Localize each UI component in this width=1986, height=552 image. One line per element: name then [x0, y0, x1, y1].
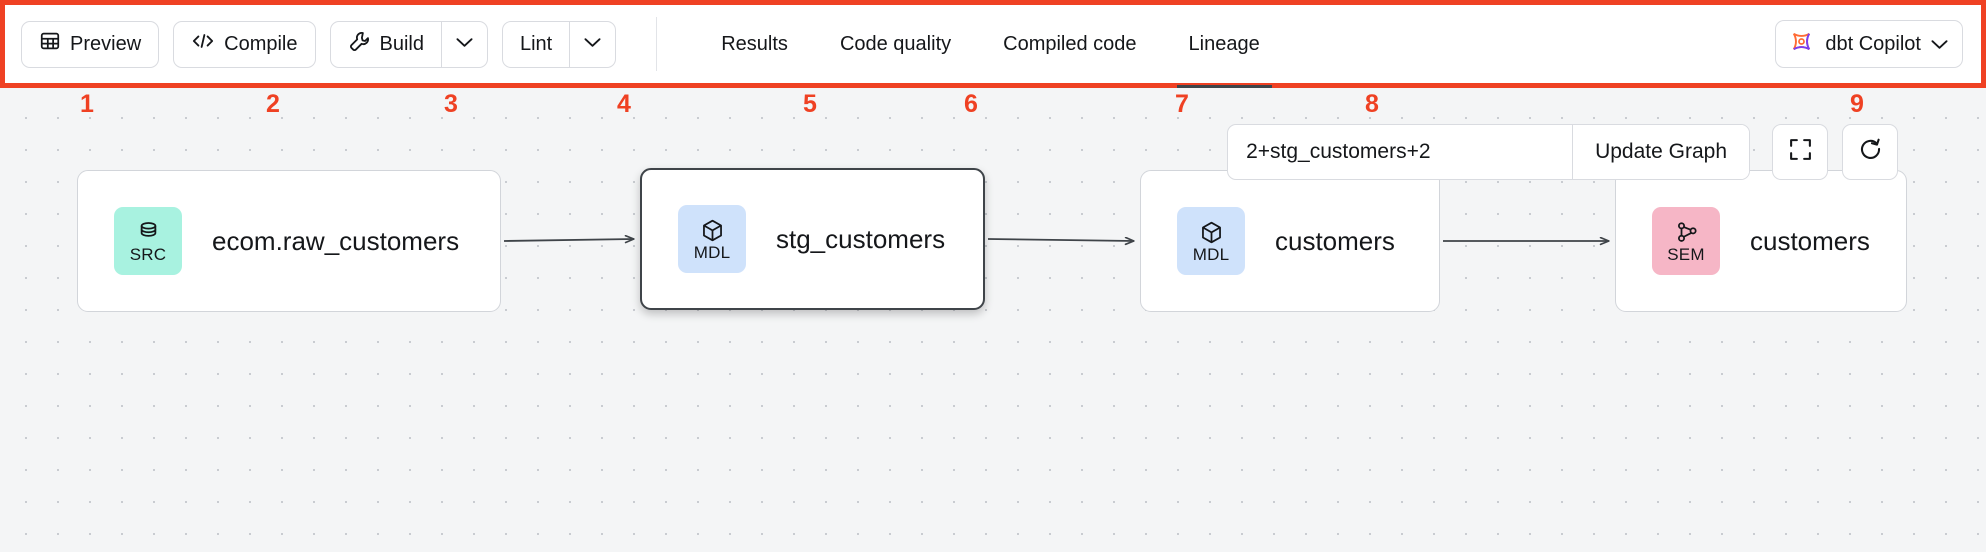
lint-dropdown-toggle[interactable] — [569, 21, 615, 67]
node-badge-label: MDL — [693, 242, 731, 262]
node-label: customers — [1275, 225, 1395, 256]
tab-results-label: Results — [721, 32, 788, 55]
code-brackets-icon — [191, 30, 215, 58]
lineage-node-stg-customers[interactable]: MDL stg_customers — [640, 168, 985, 310]
tab-compiled-code[interactable]: Compiled code — [977, 5, 1162, 83]
wrench-icon — [348, 30, 371, 59]
database-icon — [136, 220, 161, 245]
chevron-down-icon — [1931, 33, 1948, 56]
update-graph-button[interactable]: Update Graph — [1572, 125, 1749, 179]
lineage-edge — [987, 239, 1134, 241]
lint-button[interactable]: Lint — [503, 22, 569, 67]
node-badge-mdl: MDL — [1177, 207, 1245, 275]
lint-button-label: Lint — [519, 32, 553, 55]
update-graph-label: Update Graph — [1595, 140, 1727, 163]
fit-view-button[interactable] — [1772, 124, 1828, 180]
build-dropdown-toggle[interactable] — [440, 21, 487, 67]
top-toolbar: Preview Compile — [0, 0, 1986, 88]
lineage-selector-input[interactable] — [1228, 125, 1573, 179]
tab-compiled-code-label: Compiled code — [1003, 32, 1137, 55]
build-button-group: Build — [329, 20, 488, 68]
fit-screen-icon — [1788, 137, 1813, 167]
tab-lineage[interactable]: Lineage — [1163, 5, 1286, 88]
dbt-copilot-button[interactable]: dbt Copilot — [1775, 20, 1963, 68]
node-badge-src: SRC — [114, 207, 182, 275]
cube-icon — [700, 218, 725, 243]
graph-icon-buttons — [1772, 124, 1898, 180]
compile-button[interactable]: Compile — [173, 20, 316, 68]
dbt-copilot-label: dbt Copilot — [1825, 32, 1921, 55]
node-badge-label: SEM — [1667, 244, 1705, 264]
chevron-down-icon — [584, 35, 601, 53]
tab-lineage-label: Lineage — [1188, 32, 1260, 55]
build-button-label: Build — [379, 32, 424, 55]
tab-results[interactable]: Results — [695, 5, 814, 83]
node-label: stg_customers — [776, 223, 946, 254]
tab-code-quality-label: Code quality — [839, 32, 952, 55]
node-badge-sem: SEM — [1652, 207, 1720, 275]
table-icon — [39, 30, 61, 58]
lint-button-group: Lint — [501, 20, 617, 68]
graph-controls: Update Graph — [1227, 124, 1898, 180]
compile-button-label: Compile — [224, 32, 298, 55]
node-label: ecom.raw_customers — [212, 225, 460, 256]
lineage-edges — [503, 88, 1986, 552]
toolbar-divider — [656, 17, 658, 71]
selector-search-group: Update Graph — [1227, 124, 1750, 180]
node-badge-mdl: MDL — [678, 205, 746, 273]
refresh-icon — [1858, 137, 1883, 167]
chevron-down-icon — [456, 35, 473, 53]
lineage-node-customers-mdl[interactable]: MDL customers — [1140, 170, 1440, 312]
toolbar-action-buttons: Preview Compile — [5, 5, 1286, 88]
node-badge-label: SRC — [129, 244, 167, 264]
node-label: customers — [1750, 225, 1870, 256]
refresh-button[interactable] — [1842, 124, 1898, 180]
lineage-node-customers-sem[interactable]: SEM customers — [1615, 170, 1907, 312]
dbt-copilot-star-icon — [1788, 28, 1815, 61]
node-badge-label: MDL — [1192, 244, 1230, 264]
network-graph-icon — [1674, 220, 1699, 245]
view-tabs: Results Code quality Compiled code Linea… — [695, 5, 1286, 88]
preview-button[interactable]: Preview — [21, 20, 160, 68]
cube-icon — [1199, 220, 1224, 245]
lineage-node-raw-customers[interactable]: SRC ecom.raw_customers — [77, 170, 501, 312]
lineage-canvas[interactable]: Update Graph — [0, 88, 1986, 552]
build-button[interactable]: Build — [331, 22, 441, 67]
tab-code-quality[interactable]: Code quality — [814, 5, 977, 83]
lineage-edge — [503, 239, 634, 241]
toolbar-right-section: dbt Copilot — [1775, 20, 1981, 68]
preview-button-label: Preview — [70, 32, 142, 55]
